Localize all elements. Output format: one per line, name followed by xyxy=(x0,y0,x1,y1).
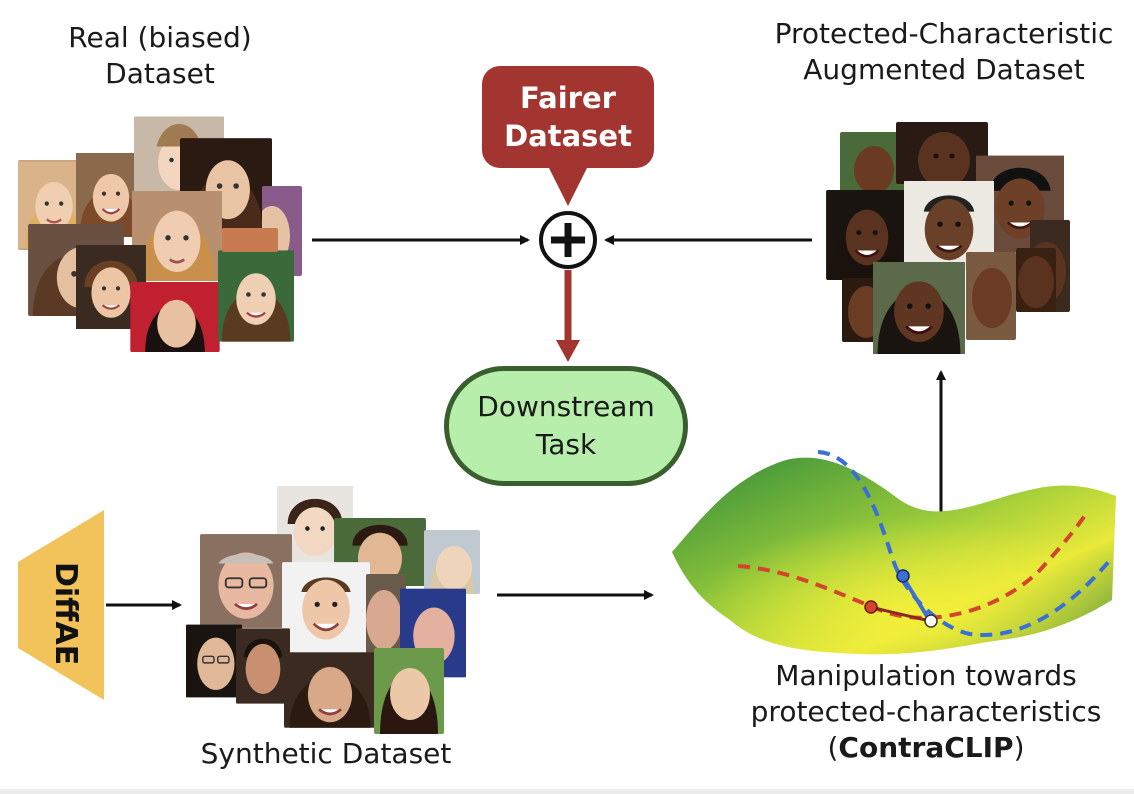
face-image xyxy=(282,562,370,652)
face-image xyxy=(400,588,466,678)
face-image xyxy=(200,534,292,628)
face-image xyxy=(1016,248,1056,312)
circled-plus-icon xyxy=(539,211,597,269)
face-image xyxy=(424,530,480,594)
arrow-combine-to-task-head xyxy=(556,340,580,362)
real-dataset-label-line2: Dataset xyxy=(105,57,215,90)
augmented-dataset-label-line1: Protected-Characteristic xyxy=(774,17,1114,50)
face-image xyxy=(218,250,294,342)
bottom-border xyxy=(0,789,1134,794)
face-image xyxy=(966,252,1016,340)
diffae-block xyxy=(18,510,104,700)
face-image xyxy=(896,122,988,184)
face-image xyxy=(236,628,290,704)
face-image xyxy=(186,624,242,698)
contraclip-close: ) xyxy=(1013,731,1025,764)
fairer-dataset-line2: Dataset xyxy=(504,119,632,153)
manipulation-label-line1: Manipulation towards xyxy=(775,659,1077,692)
downstream-task-line1: Downstream xyxy=(477,390,655,423)
real-dataset-label-line1: Real (biased) xyxy=(68,21,252,54)
contraclip-open: ( xyxy=(827,731,839,764)
face-image xyxy=(840,132,906,192)
face-image xyxy=(222,228,278,252)
manipulation-label-line3: (ContraCLIP) xyxy=(730,730,1122,766)
augmented-dataset-label: Protected-Characteristic Augmented Datas… xyxy=(766,16,1122,88)
downstream-task-node: Downstream Task xyxy=(444,366,688,486)
face-image xyxy=(872,262,966,354)
callout-pointer xyxy=(548,166,588,206)
face-image xyxy=(284,652,376,728)
face-image xyxy=(130,282,220,352)
face-image xyxy=(374,648,444,734)
face-image xyxy=(132,190,222,282)
augmented-dataset-label-line2: Augmented Dataset xyxy=(803,53,1085,86)
fairer-dataset-line1: Fairer xyxy=(520,81,616,115)
diffae-label: DiffAE xyxy=(48,562,83,666)
contraclip-name: ContraCLIP xyxy=(838,731,1014,764)
downstream-task-line2: Task xyxy=(535,428,597,461)
manipulation-label: Manipulation towards protected-character… xyxy=(730,658,1122,766)
fairer-dataset-callout: Fairer Dataset xyxy=(482,66,654,168)
synthetic-dataset-label: Synthetic Dataset xyxy=(200,737,452,770)
real-dataset-label: Real (biased) Dataset xyxy=(40,20,280,92)
manipulation-label-line2: protected-characteristics xyxy=(750,695,1102,728)
latent-manifold xyxy=(672,450,1116,655)
